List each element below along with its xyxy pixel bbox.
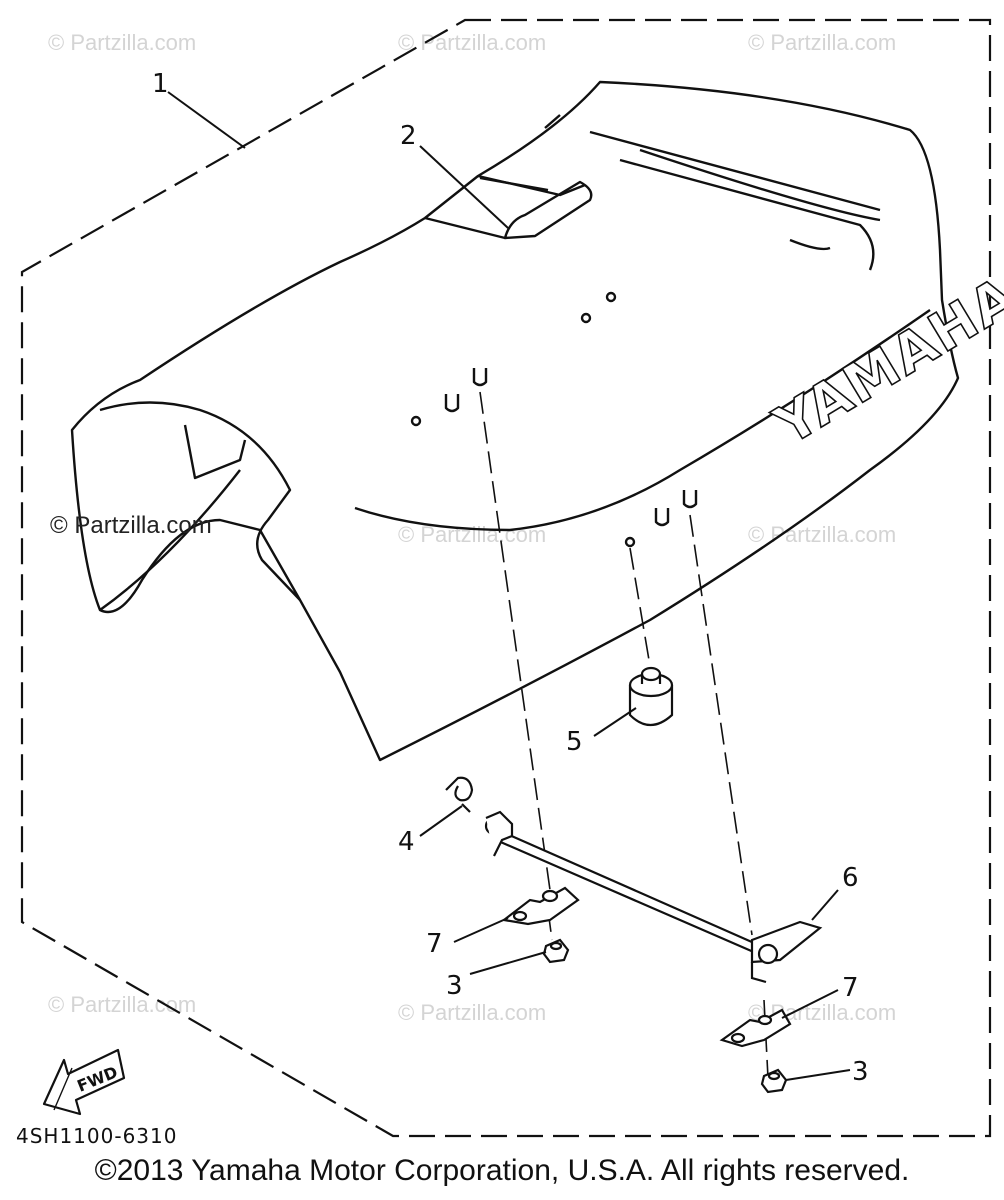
callout-6: 6 (842, 863, 859, 893)
damper-part-5 (628, 666, 674, 727)
watermark: © Partzilla.com (748, 522, 897, 547)
callout-7: 7 (426, 929, 443, 959)
bracket-part-7 (501, 886, 580, 926)
callout-2: 2 (400, 121, 417, 151)
callout-7: 7 (842, 973, 859, 1003)
watermark: © Partzilla.com (748, 30, 897, 55)
fwd-arrow-icon: FWD (42, 1048, 126, 1116)
callout-3: 3 (852, 1057, 869, 1087)
watermark: © Partzilla.com (398, 30, 547, 55)
copyright-notice: ©2013 Yamaha Motor Corporation, U.S.A. A… (94, 1154, 910, 1187)
watermark: © Partzilla.com (48, 992, 197, 1017)
seat-brand-lettering: YAMAHA (763, 264, 1004, 458)
callout-3: 3 (446, 971, 463, 1001)
assembly-boundary (20, 18, 992, 1138)
callout-5: 5 (566, 727, 583, 757)
nut-part-3 (542, 938, 570, 964)
spring-clip-part-4 (445, 776, 474, 813)
nut-part-3 (760, 1068, 788, 1094)
callout-1: 1 (152, 69, 169, 99)
hinge-rod-part-6 (484, 810, 823, 984)
watermark: © Partzilla.com (50, 512, 212, 539)
callout-4: 4 (398, 827, 415, 857)
bracket-part-7 (719, 1008, 792, 1048)
watermark: © Partzilla.com (398, 1000, 547, 1025)
seat (70, 80, 960, 762)
leader-lines (167, 91, 851, 1081)
watermark: © Partzilla.com (398, 522, 547, 547)
watermark: © Partzilla.com (48, 30, 197, 55)
alignment-lines (479, 391, 769, 1079)
diagram-code: 4SH1100-6310 (16, 1124, 178, 1148)
